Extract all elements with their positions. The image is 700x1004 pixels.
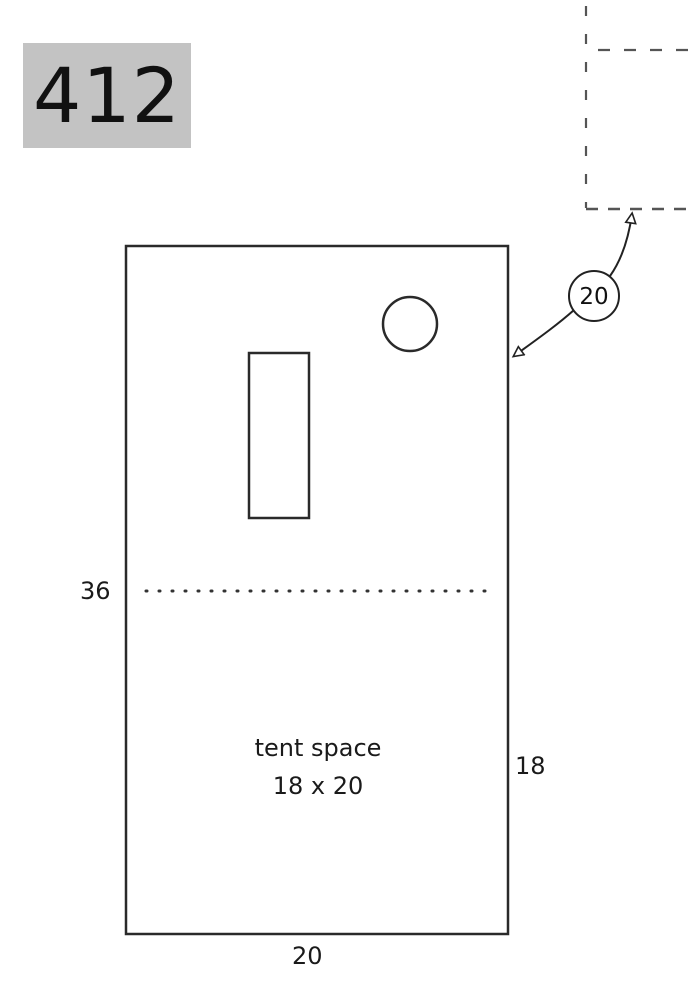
tent-space-label: tent space 18 x 20: [218, 729, 418, 805]
distance-to-neighbor-label: 20: [579, 284, 608, 310]
fire-ring: [381, 295, 439, 353]
picnic-table: [247, 351, 311, 520]
distance-arrow: [514, 309, 575, 356]
neighbor-site-outline: [584, 6, 692, 211]
tent-side-label: 18: [515, 752, 546, 780]
width-label: 20: [292, 942, 323, 970]
depth-mark-label: 36: [80, 577, 111, 605]
distance-arrow: [609, 214, 632, 277]
tent-space-title: tent space: [254, 734, 382, 762]
site-number-badge: 412: [23, 43, 191, 148]
site-number: 412: [32, 50, 182, 140]
site-boundary: [124, 244, 510, 936]
distance-callout-circle: [568, 270, 620, 322]
tent-space-size: 18 x 20: [272, 772, 364, 800]
